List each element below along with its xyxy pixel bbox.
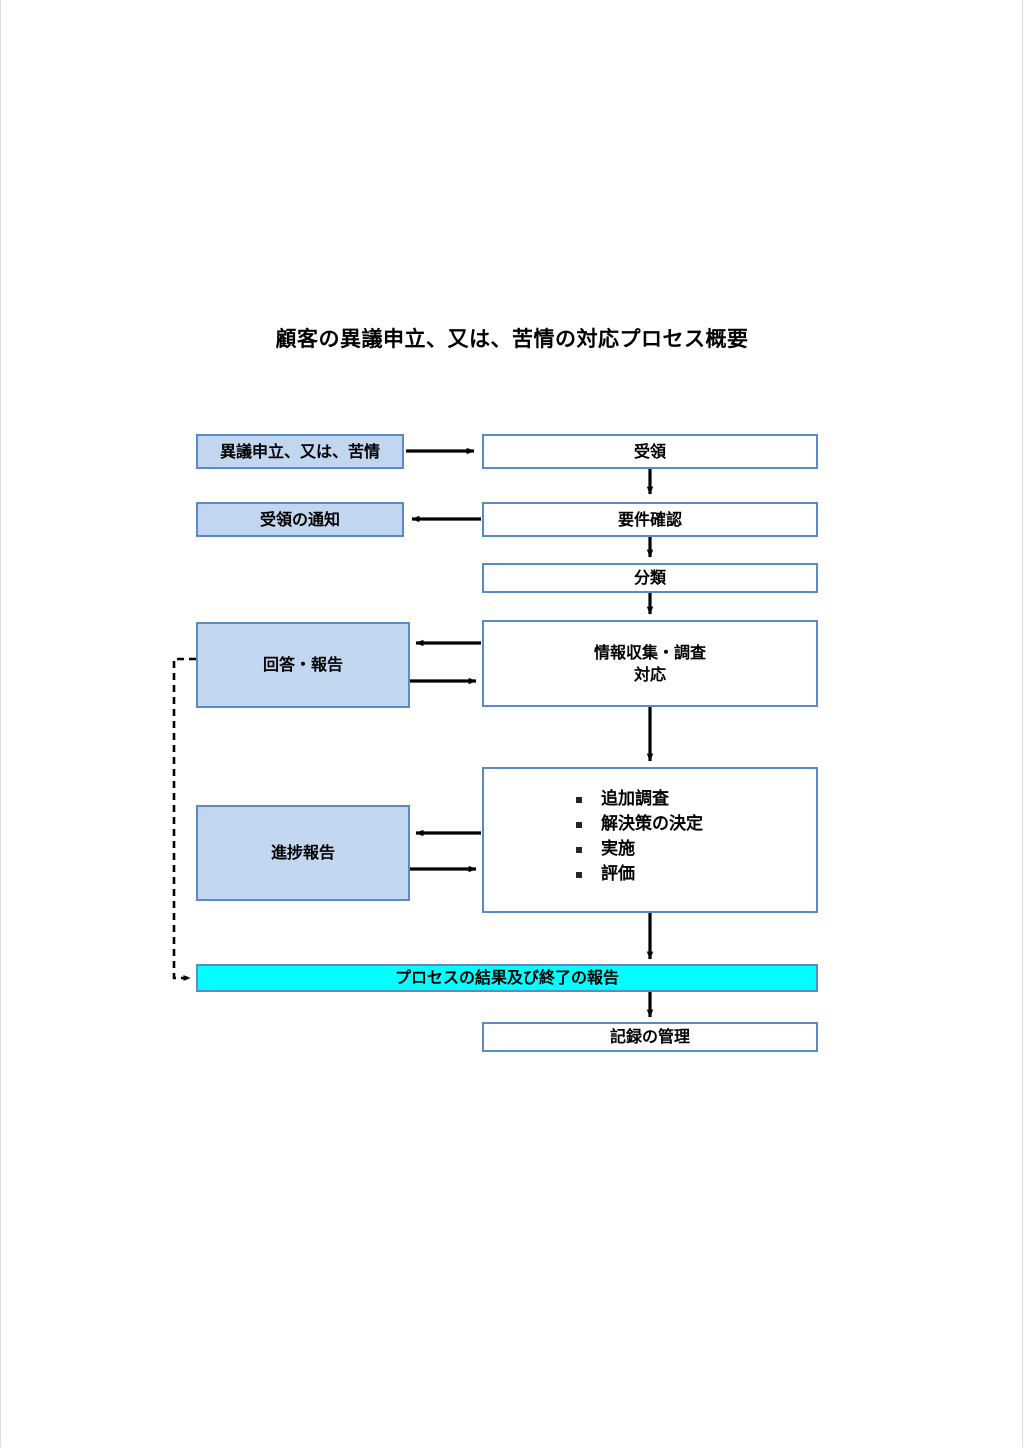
node-final-report-label: プロセスの結果及び終了の報告	[394, 968, 619, 988]
node-requirements-check-label: 要件確認	[617, 509, 682, 529]
list-item-label: 評価	[601, 864, 635, 884]
list-item-label: 解決策の決定	[601, 814, 703, 834]
list-item: 実施	[576, 841, 703, 858]
node-requirements-check[interactable]: 要件確認	[482, 502, 818, 537]
list-item-label: 追加調査	[601, 789, 669, 809]
node-classification-label: 分類	[633, 568, 666, 588]
list-item: 評価	[576, 866, 703, 883]
node-progress-report[interactable]: 進捗報告	[196, 805, 410, 901]
node-classification[interactable]: 分類	[482, 563, 818, 593]
node-complaint-label: 異議申立、又は、苦情	[219, 441, 380, 461]
node-progress-report-label: 進捗報告	[270, 843, 335, 863]
node-receipt-label: 受領	[633, 441, 666, 461]
node-actions[interactable]: 追加調査 解決策の決定 実施 評価	[482, 767, 818, 913]
node-records-management-label: 記録の管理	[609, 1027, 690, 1047]
list-item: 解決策の決定	[576, 816, 703, 833]
bullet-square-icon	[576, 846, 582, 853]
node-investigation[interactable]: 情報収集・調査 対応	[482, 620, 818, 707]
node-receipt[interactable]: 受領	[482, 434, 818, 469]
node-complaint[interactable]: 異議申立、又は、苦情	[196, 434, 404, 469]
node-ack-notice[interactable]: 受領の通知	[196, 502, 404, 537]
bullet-square-icon	[576, 871, 582, 878]
list-item-label: 実施	[601, 839, 635, 859]
actions-bullet-list: 追加調査 解決策の決定 実施 評価	[576, 791, 703, 891]
node-final-report[interactable]: プロセスの結果及び終了の報告	[196, 964, 818, 992]
node-records-management[interactable]: 記録の管理	[482, 1022, 818, 1052]
node-ack-notice-label: 受領の通知	[259, 509, 340, 529]
bullet-square-icon	[576, 821, 582, 828]
node-answer-report[interactable]: 回答・報告	[196, 622, 410, 708]
edge-answer-report-to-final-report-dashed	[172, 657, 196, 981]
node-investigation-label-line1: 情報収集・調査	[593, 642, 706, 662]
list-item: 追加調査	[576, 791, 703, 808]
bullet-square-icon	[576, 796, 582, 803]
node-answer-report-label: 回答・報告	[262, 655, 343, 675]
node-investigation-label-line2: 対応	[633, 664, 666, 684]
page-title: 顧客の異議申立、又は、苦情の対応プロセス概要	[275, 327, 749, 351]
